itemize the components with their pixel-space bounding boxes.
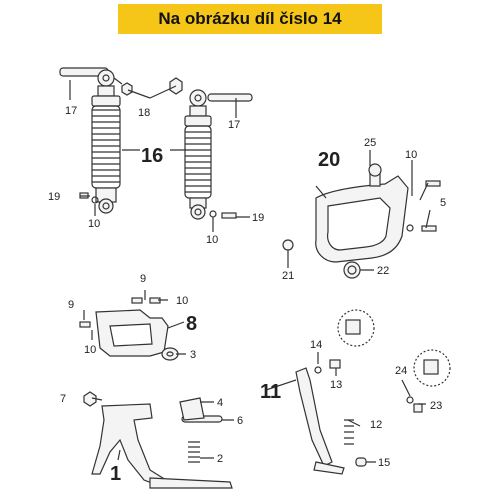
callout-14: 14 [310,339,322,351]
callout-9a: 9 [140,273,146,285]
stand-bracket [79,297,179,361]
callout-10c: 10 [405,149,417,161]
callout-3: 3 [190,349,196,361]
callout-5: 5 [440,197,446,209]
callout-25: 25 [364,137,376,149]
callout-18: 18 [138,107,150,119]
callout-17b: 17 [228,119,240,131]
callout-19b: 19 [252,212,264,224]
callout-11: 11 [260,381,281,403]
callout-10d: 10 [176,295,188,307]
callout-9b: 9 [68,299,74,311]
callout-12: 12 [370,419,382,431]
callout-16: 16 [141,145,163,167]
callout-10a: 10 [88,218,100,230]
center-stand [83,391,233,489]
callout-2: 2 [217,453,223,465]
side-stand [295,309,451,475]
callout-10e: 10 [84,344,96,356]
shock-absorber-left [59,67,121,214]
callout-24: 24 [395,365,407,377]
callout-8: 8 [186,313,197,335]
callout-19a: 19 [48,191,60,203]
callout-4: 4 [217,397,223,409]
callout-23: 23 [430,400,442,412]
callout-10b: 10 [206,234,218,246]
callout-13: 13 [330,379,342,391]
title-text: Na obrázku díl číslo 14 [158,9,342,28]
callout-6: 6 [237,415,243,427]
callout-7: 7 [60,393,66,405]
title-banner: Na obrázku díl číslo 14 [118,4,382,34]
callout-17a: 17 [65,105,77,117]
callout-15: 15 [378,457,390,469]
callout-21: 21 [282,270,294,282]
callout-labels: 16 8 20 11 1 17 17 18 19 10 10 19 25 10 … [48,105,446,485]
callout-20: 20 [318,149,340,171]
rear-bracket [282,163,441,279]
callout-22: 22 [377,265,389,277]
shock-absorber-right [184,89,253,220]
callout-1: 1 [110,463,121,485]
